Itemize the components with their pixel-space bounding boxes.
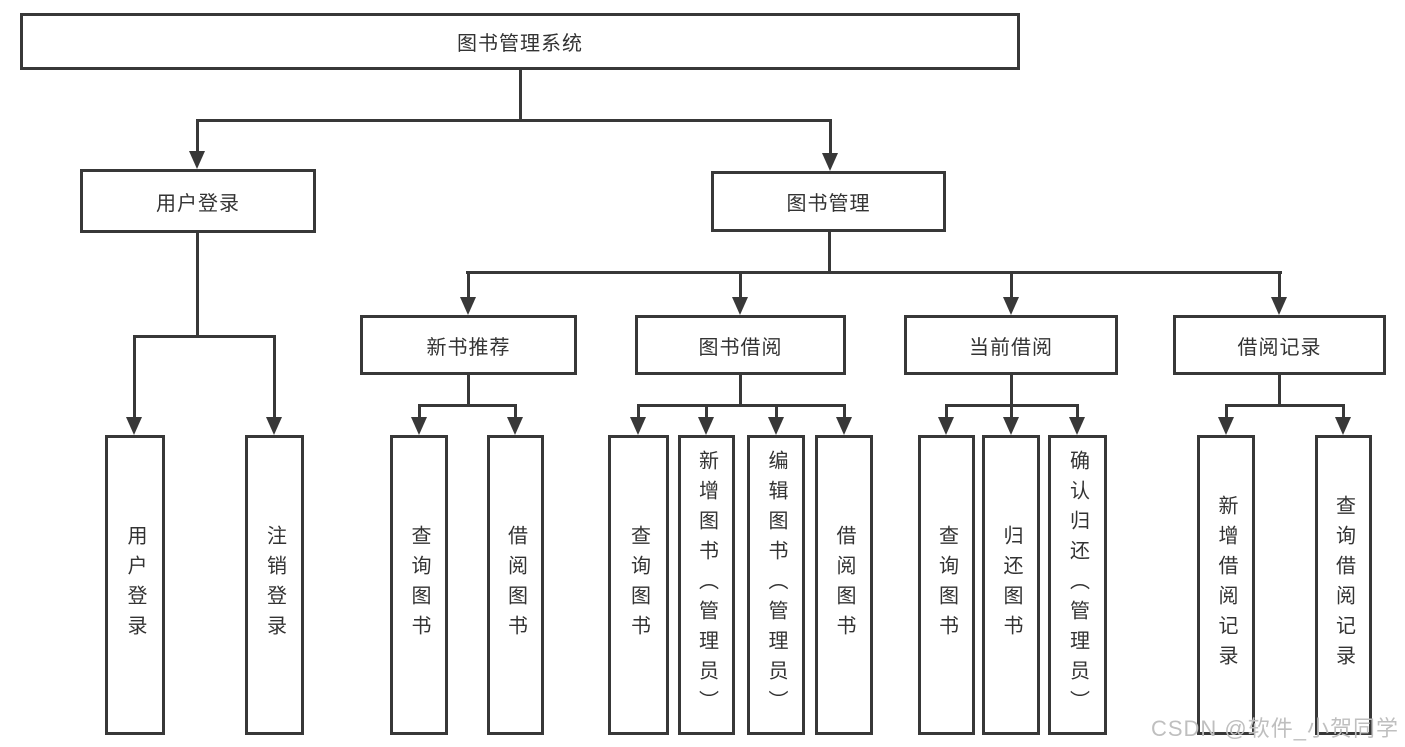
node-query-books-recommend-label: 查询图书 (408, 525, 430, 645)
node-return-books-label: 归还图书 (1000, 525, 1022, 645)
connector-root-bar (197, 119, 831, 122)
arrowhead-add-books (698, 417, 714, 435)
node-library-system: 图书管理系统 (20, 13, 1020, 70)
connector-new-book-bar (418, 404, 516, 407)
connector-drop-user-login-leaf (133, 335, 136, 419)
node-user-login: 用户登录 (80, 169, 316, 233)
node-logout-leaf-label: 注销登录 (263, 525, 286, 645)
node-borrow-books-leaf-label: 借阅图书 (833, 525, 855, 645)
connector-borrowing-records-bar (1225, 404, 1344, 407)
node-add-borrow-record-label: 新增借阅记录 (1215, 495, 1237, 675)
node-user-login-leaf-label: 用户登录 (124, 525, 146, 645)
connector-drop-confirm-return (1076, 404, 1079, 419)
node-edit-books-admin: 编辑图书（管理员） (747, 435, 805, 735)
node-add-books-admin: 新增图书（管理员） (678, 435, 735, 735)
arrowhead-book-borrowing (732, 297, 748, 315)
node-query-borrow-record: 查询借阅记录 (1315, 435, 1372, 735)
node-book-management-label: 图书管理 (786, 193, 871, 215)
node-query-borrow-record-label: 查询借阅记录 (1332, 495, 1355, 675)
connector-drop-current-borrowing (1010, 271, 1013, 299)
node-query-books-borrowing: 查询图书 (608, 435, 669, 735)
arrowhead-add-record (1218, 417, 1234, 435)
arrowhead-borrow-books-1 (507, 417, 523, 435)
node-borrow-books-recommend: 借阅图书 (487, 435, 544, 735)
connector-book-management-stem (828, 232, 831, 274)
arrowhead-user-login (189, 151, 205, 169)
connector-drop-borrow-books-2 (843, 404, 846, 419)
node-query-books-borrowing-label: 查询图书 (627, 525, 650, 645)
arrowhead-user-login-leaf (126, 417, 142, 435)
connector-drop-query-books-2 (637, 404, 640, 419)
connector-root-stem (519, 70, 522, 120)
node-add-borrow-record: 新增借阅记录 (1197, 435, 1255, 735)
node-current-borrowing: 当前借阅 (904, 315, 1118, 375)
connector-drop-logout-leaf (273, 335, 276, 419)
connector-drop-new-book (467, 271, 470, 299)
node-borrow-books-leaf: 借阅图书 (815, 435, 873, 735)
arrowhead-new-book (460, 297, 476, 315)
node-add-books-admin-label: 新增图书（管理员） (695, 450, 718, 720)
node-query-books-current-label: 查询图书 (935, 525, 958, 645)
arrowhead-borrowing-records (1271, 297, 1287, 315)
connector-drop-book-borrowing (739, 271, 742, 299)
connector-drop-book-management (829, 119, 832, 155)
connector-drop-query-record (1342, 404, 1345, 419)
arrowhead-logout-leaf (266, 417, 282, 435)
connector-drop-query-books-3 (945, 404, 948, 419)
node-new-book-recommendation: 新书推荐 (360, 315, 577, 375)
connector-book-borrowing-stem (739, 375, 742, 407)
node-query-books-current: 查询图书 (918, 435, 975, 735)
watermark: CSDN @软件_小贺同学 (1150, 716, 1399, 741)
node-query-books-recommend: 查询图书 (390, 435, 448, 735)
connector-drop-user-login (196, 119, 199, 153)
connector-drop-return-books (1010, 404, 1013, 419)
node-user-login-label: 用户登录 (156, 192, 240, 215)
node-current-borrowing-label: 当前借阅 (969, 336, 1053, 359)
connector-drop-add-record (1225, 404, 1228, 419)
connector-user-login-stem (196, 233, 199, 336)
node-borrow-books-recommend-label: 借阅图书 (504, 525, 527, 645)
arrowhead-current-borrowing (1003, 297, 1019, 315)
arrowhead-return-books (1003, 417, 1019, 435)
connector-drop-borrow-books-1 (514, 404, 517, 419)
arrowhead-book-management (822, 153, 838, 171)
node-book-borrowing: 图书借阅 (635, 315, 846, 375)
node-library-system-label: 图书管理系统 (457, 33, 583, 55)
arrowhead-query-books-3 (938, 417, 954, 435)
node-confirm-return-admin-label: 确认归还（管理员） (1066, 450, 1089, 720)
connector-drop-borrowing-records (1278, 271, 1281, 299)
node-borrowing-records: 借阅记录 (1173, 315, 1386, 375)
arrowhead-confirm-return (1069, 417, 1085, 435)
node-new-book-recommendation-label: 新书推荐 (426, 336, 511, 359)
arrowhead-borrow-books-2 (836, 417, 852, 435)
connector-drop-query-books-1 (418, 404, 421, 419)
connector-current-borrowing-stem (1010, 375, 1013, 407)
node-user-login-leaf: 用户登录 (105, 435, 165, 735)
node-logout-leaf: 注销登录 (245, 435, 304, 735)
arrowhead-query-books-1 (411, 417, 427, 435)
connector-drop-add-books (705, 404, 708, 419)
connector-drop-edit-books (775, 404, 778, 419)
connector-book-borrowing-bar (637, 404, 845, 407)
node-book-borrowing-label: 图书借阅 (698, 336, 783, 359)
arrowhead-query-books-2 (630, 417, 646, 435)
node-return-books: 归还图书 (982, 435, 1040, 735)
arrowhead-query-record (1335, 417, 1351, 435)
connector-book-management-bar (466, 271, 1282, 274)
node-confirm-return-admin: 确认归还（管理员） (1048, 435, 1107, 735)
node-borrowing-records-label: 借阅记录 (1237, 336, 1322, 359)
connector-borrowing-records-stem (1278, 375, 1281, 407)
node-book-management: 图书管理 (711, 171, 946, 232)
arrowhead-edit-books (768, 417, 784, 435)
node-edit-books-admin-label: 编辑图书（管理员） (765, 450, 787, 720)
connector-user-login-bar (133, 335, 274, 338)
connector-new-book-stem (467, 375, 470, 407)
